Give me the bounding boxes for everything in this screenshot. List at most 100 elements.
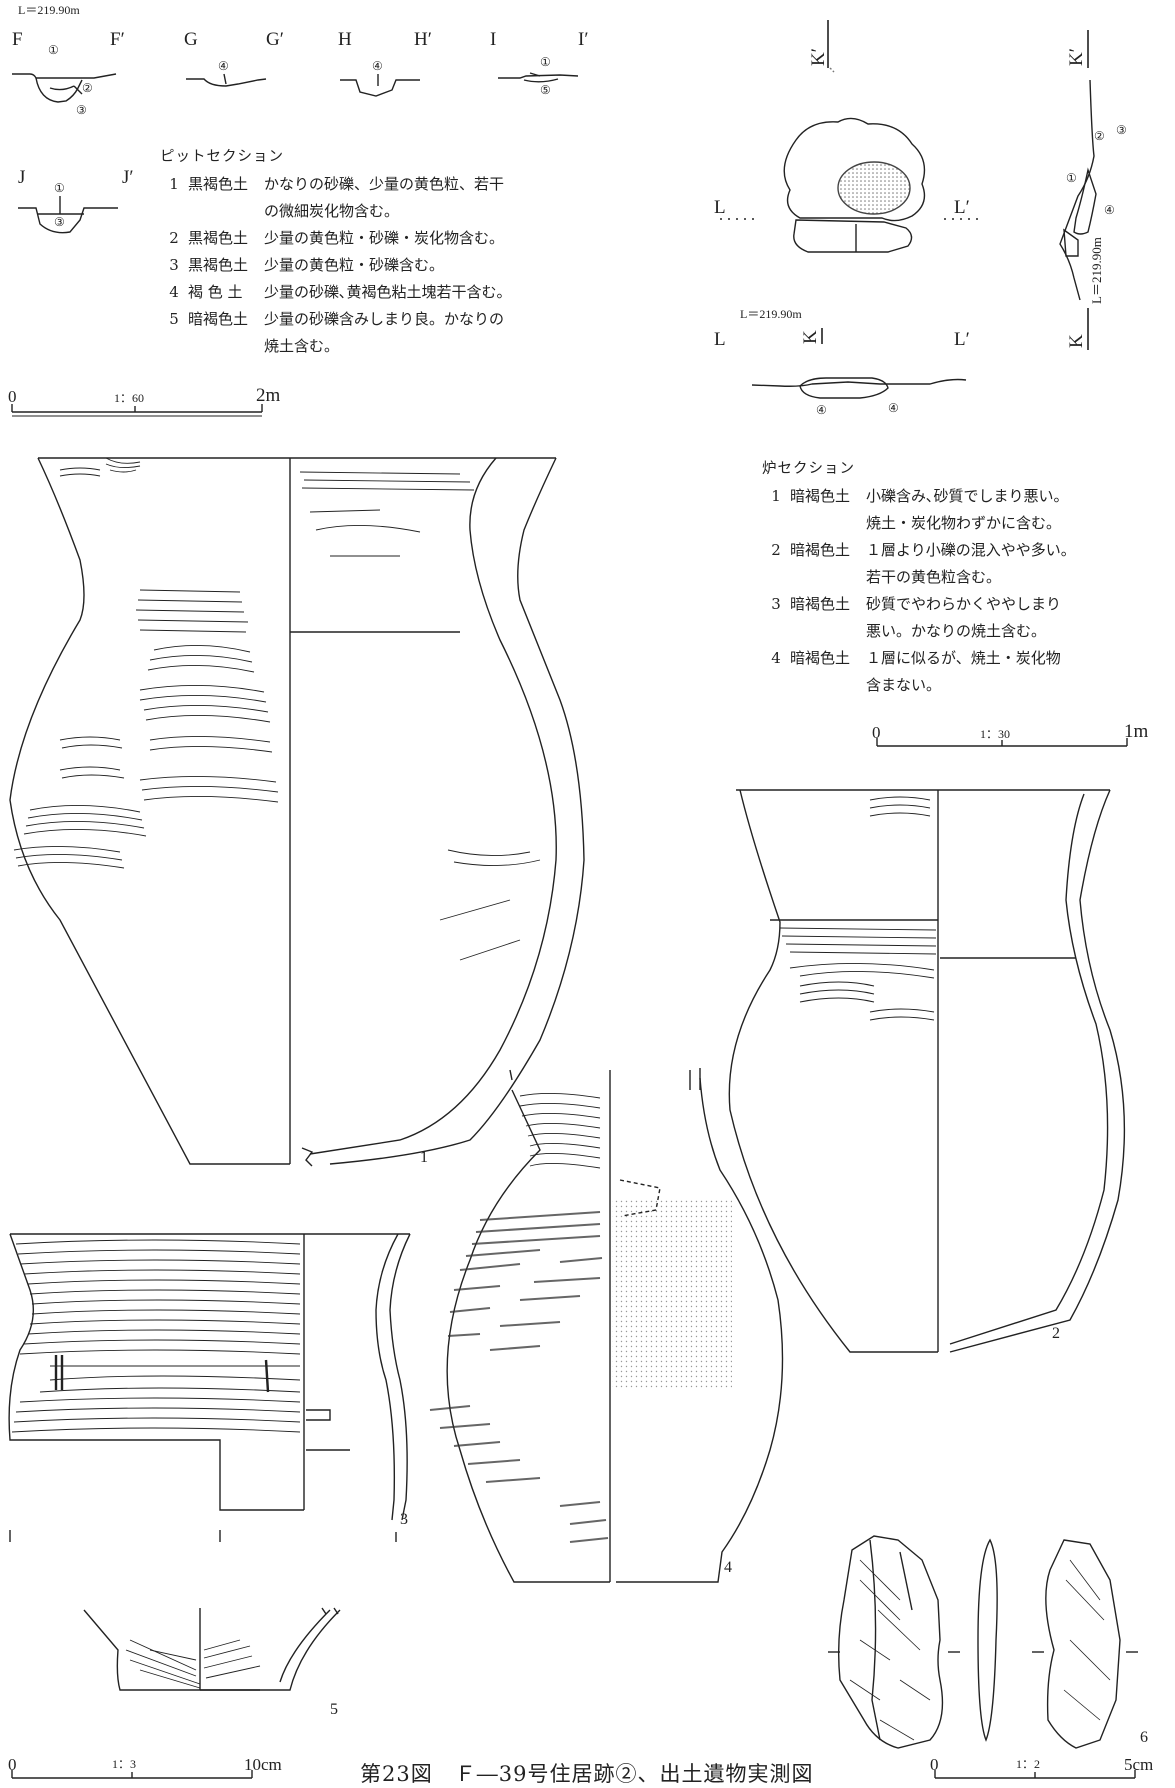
hearth-legend-row: 4 暗褐色土 １層に似るが、焼土・炭化物 含まない。 [762,645,1076,699]
pit-legend-number: 5 [169,310,179,328]
hearth-legend-desc: １層に似るが、焼土・炭化物 含まない。 [866,649,1061,694]
hearth-legend-desc: 砂質でやわらかくややしまり 悪い。かなりの焼土含む。 [866,595,1062,640]
pit-legend-row: 1 黒褐色土かなりの砂礫、少量の黄色粒、若干 の微細炭化物含む。 [160,171,512,225]
section-f-start: F [12,29,23,50]
hearth-vertical-k: K [1066,334,1087,348]
scale-30-end: 1m [1124,721,1149,742]
hearth-legend-desc: １層より小礫の混入やや多い。 若干の黄色粒含む。 [866,541,1076,586]
pit-legend-row: 4 褐 色 土 少量の砂礫､黄褐色粘土塊若干含む。 [160,279,512,306]
hearth-layer-4-right: ④ [888,401,899,415]
hearth-section-l: L [714,329,726,350]
scale-2-ratio: 1：2 [1016,1757,1041,1771]
vessel-2-drawing [728,789,1126,1353]
pit-f-layer-2: ② [82,81,93,95]
pit-section-i [498,72,579,83]
pit-legend-row: 5 暗褐色土少量の砂礫含みしまり良。かなりの 焼土含む。 [160,306,512,360]
hearth-legend-soil: 暗褐色土 [790,595,851,613]
section-h-start: H [338,29,352,50]
vessel-4-drawing [429,1068,784,1583]
scale-bar-graphic-30 [876,738,1128,747]
hearth-layer-3: ③ [1116,123,1127,137]
pit-section-g [186,73,267,87]
section-h-end: H′ [414,29,432,50]
scale-3-ratio: 1：3 [112,1757,137,1771]
scale-60-end: 2m [256,385,281,406]
hearth-vertical-elevation: L＝219.90m [1089,237,1104,304]
hearth-legend-number: 2 [771,541,781,559]
pit-h-layer-4: ④ [372,59,383,73]
hearth-legend-row: 1 暗褐色土小礫含み､砂質でしまり悪い。 焼土・炭化物わずかに含む。 [762,483,1076,537]
hearth-plan-k-prime: K′ [808,48,829,66]
pit-legend-soil: 黒褐色土 [188,229,249,247]
scale-3-end: 10cm [244,1755,282,1774]
section-f-end: F′ [110,29,125,50]
artifact-number-1: 1 [420,1149,428,1166]
hearth-section-l-prime: L′ [954,329,970,350]
pit-legend-number: 2 [169,229,179,247]
pit-legend-soil: 黒褐色土 [188,175,249,193]
scale-bar-graphic-60 [11,404,263,417]
scale-2-end: 5cm [1124,1755,1154,1774]
hearth-layer-1: ① [1066,171,1077,185]
hearth-legend-soil: 暗褐色土 [790,649,851,667]
pit-j-layer-1: ① [54,181,65,195]
hearth-layer-4-vertical: ④ [1104,203,1115,217]
pit-legend-desc: 少量の砂礫含みしまり良。かなりの 焼土含む。 [264,310,505,355]
pit-legend-desc: 少量の砂礫､黄褐色粘土塊若干含む。 [264,283,512,301]
hearth-section-vertical [1059,30,1097,350]
pit-f-layer-3: ③ [76,103,87,117]
pit-elevation-label: L＝219.90m [18,3,80,17]
hearth-layer-2: ② [1094,129,1105,143]
scale-2-zero: 0 [930,1755,939,1774]
hearth-legend-soil: 暗褐色土 [790,487,851,505]
pit-g-layer-4: ④ [218,59,229,73]
hearth-plan [720,20,978,253]
hearth-legend-number: 4 [771,649,781,667]
scale-bar-graphic-3 [11,1770,253,1779]
scale-3-zero: 0 [8,1755,17,1774]
hearth-legend-desc: 小礫含み､砂質でしまり悪い。 焼土・炭化物わずかに含む。 [866,487,1069,532]
hearth-section-k: K [800,330,821,344]
section-i-start: I [490,29,497,50]
scale-60-ratio: 1：60 [114,391,145,405]
pit-legend-soil: 褐 色 土 [188,283,243,301]
hearth-vertical-k-prime: K′ [1066,48,1087,66]
section-j-start: J [18,167,26,188]
pit-legend-number: 3 [169,256,179,274]
vessel-3-drawing [8,1233,411,1542]
pit-legend-soil: 黒褐色土 [188,256,249,274]
pit-legend-desc: 少量の黄色粒・砂礫含む。 [264,256,445,274]
scale-30-zero: 0 [872,723,881,742]
pit-legend-number: 4 [169,283,179,301]
pit-legend-number: 1 [169,175,179,193]
hearth-plan-l: L [714,197,726,218]
artifact-number-6: 6 [1140,1729,1148,1746]
hearth-legend-row: 2 暗褐色土 １層より小礫の混入やや多い。 若干の黄色粒含む。 [762,537,1076,591]
vessel-5-drawing [83,1607,341,1691]
pit-j-layer-3: ③ [54,215,65,229]
hearth-section-horizontal [751,328,967,399]
pit-legend-title: ピットセクション [160,149,284,165]
artifact-number-5: 5 [330,1701,338,1718]
scale-30-ratio: 1：30 [980,727,1011,741]
section-i-end: I′ [578,29,589,50]
pit-i-layer-1: ① [540,55,551,69]
hearth-legend-title: 炉セクション [762,461,855,477]
vessel-1-drawing [9,457,585,1167]
section-g-end: G′ [266,29,284,50]
scale-60-zero: 0 [8,387,17,406]
hearth-legend-soil: 暗褐色土 [790,541,851,559]
hearth-plan-l-prime: L′ [954,197,970,218]
section-g-start: G [184,29,198,50]
pit-legend-desc: かなりの砂礫、少量の黄色粒、若干 の微細炭化物含む。 [264,175,505,220]
artifact-number-3: 3 [400,1511,408,1528]
hearth-legend-number: 1 [771,487,781,505]
hearth-layer-4-left: ④ [816,403,827,417]
pit-i-layer-5: ⑤ [540,83,551,97]
pit-legend-soil: 暗褐色土 [188,310,249,328]
pit-section-f [12,73,117,103]
